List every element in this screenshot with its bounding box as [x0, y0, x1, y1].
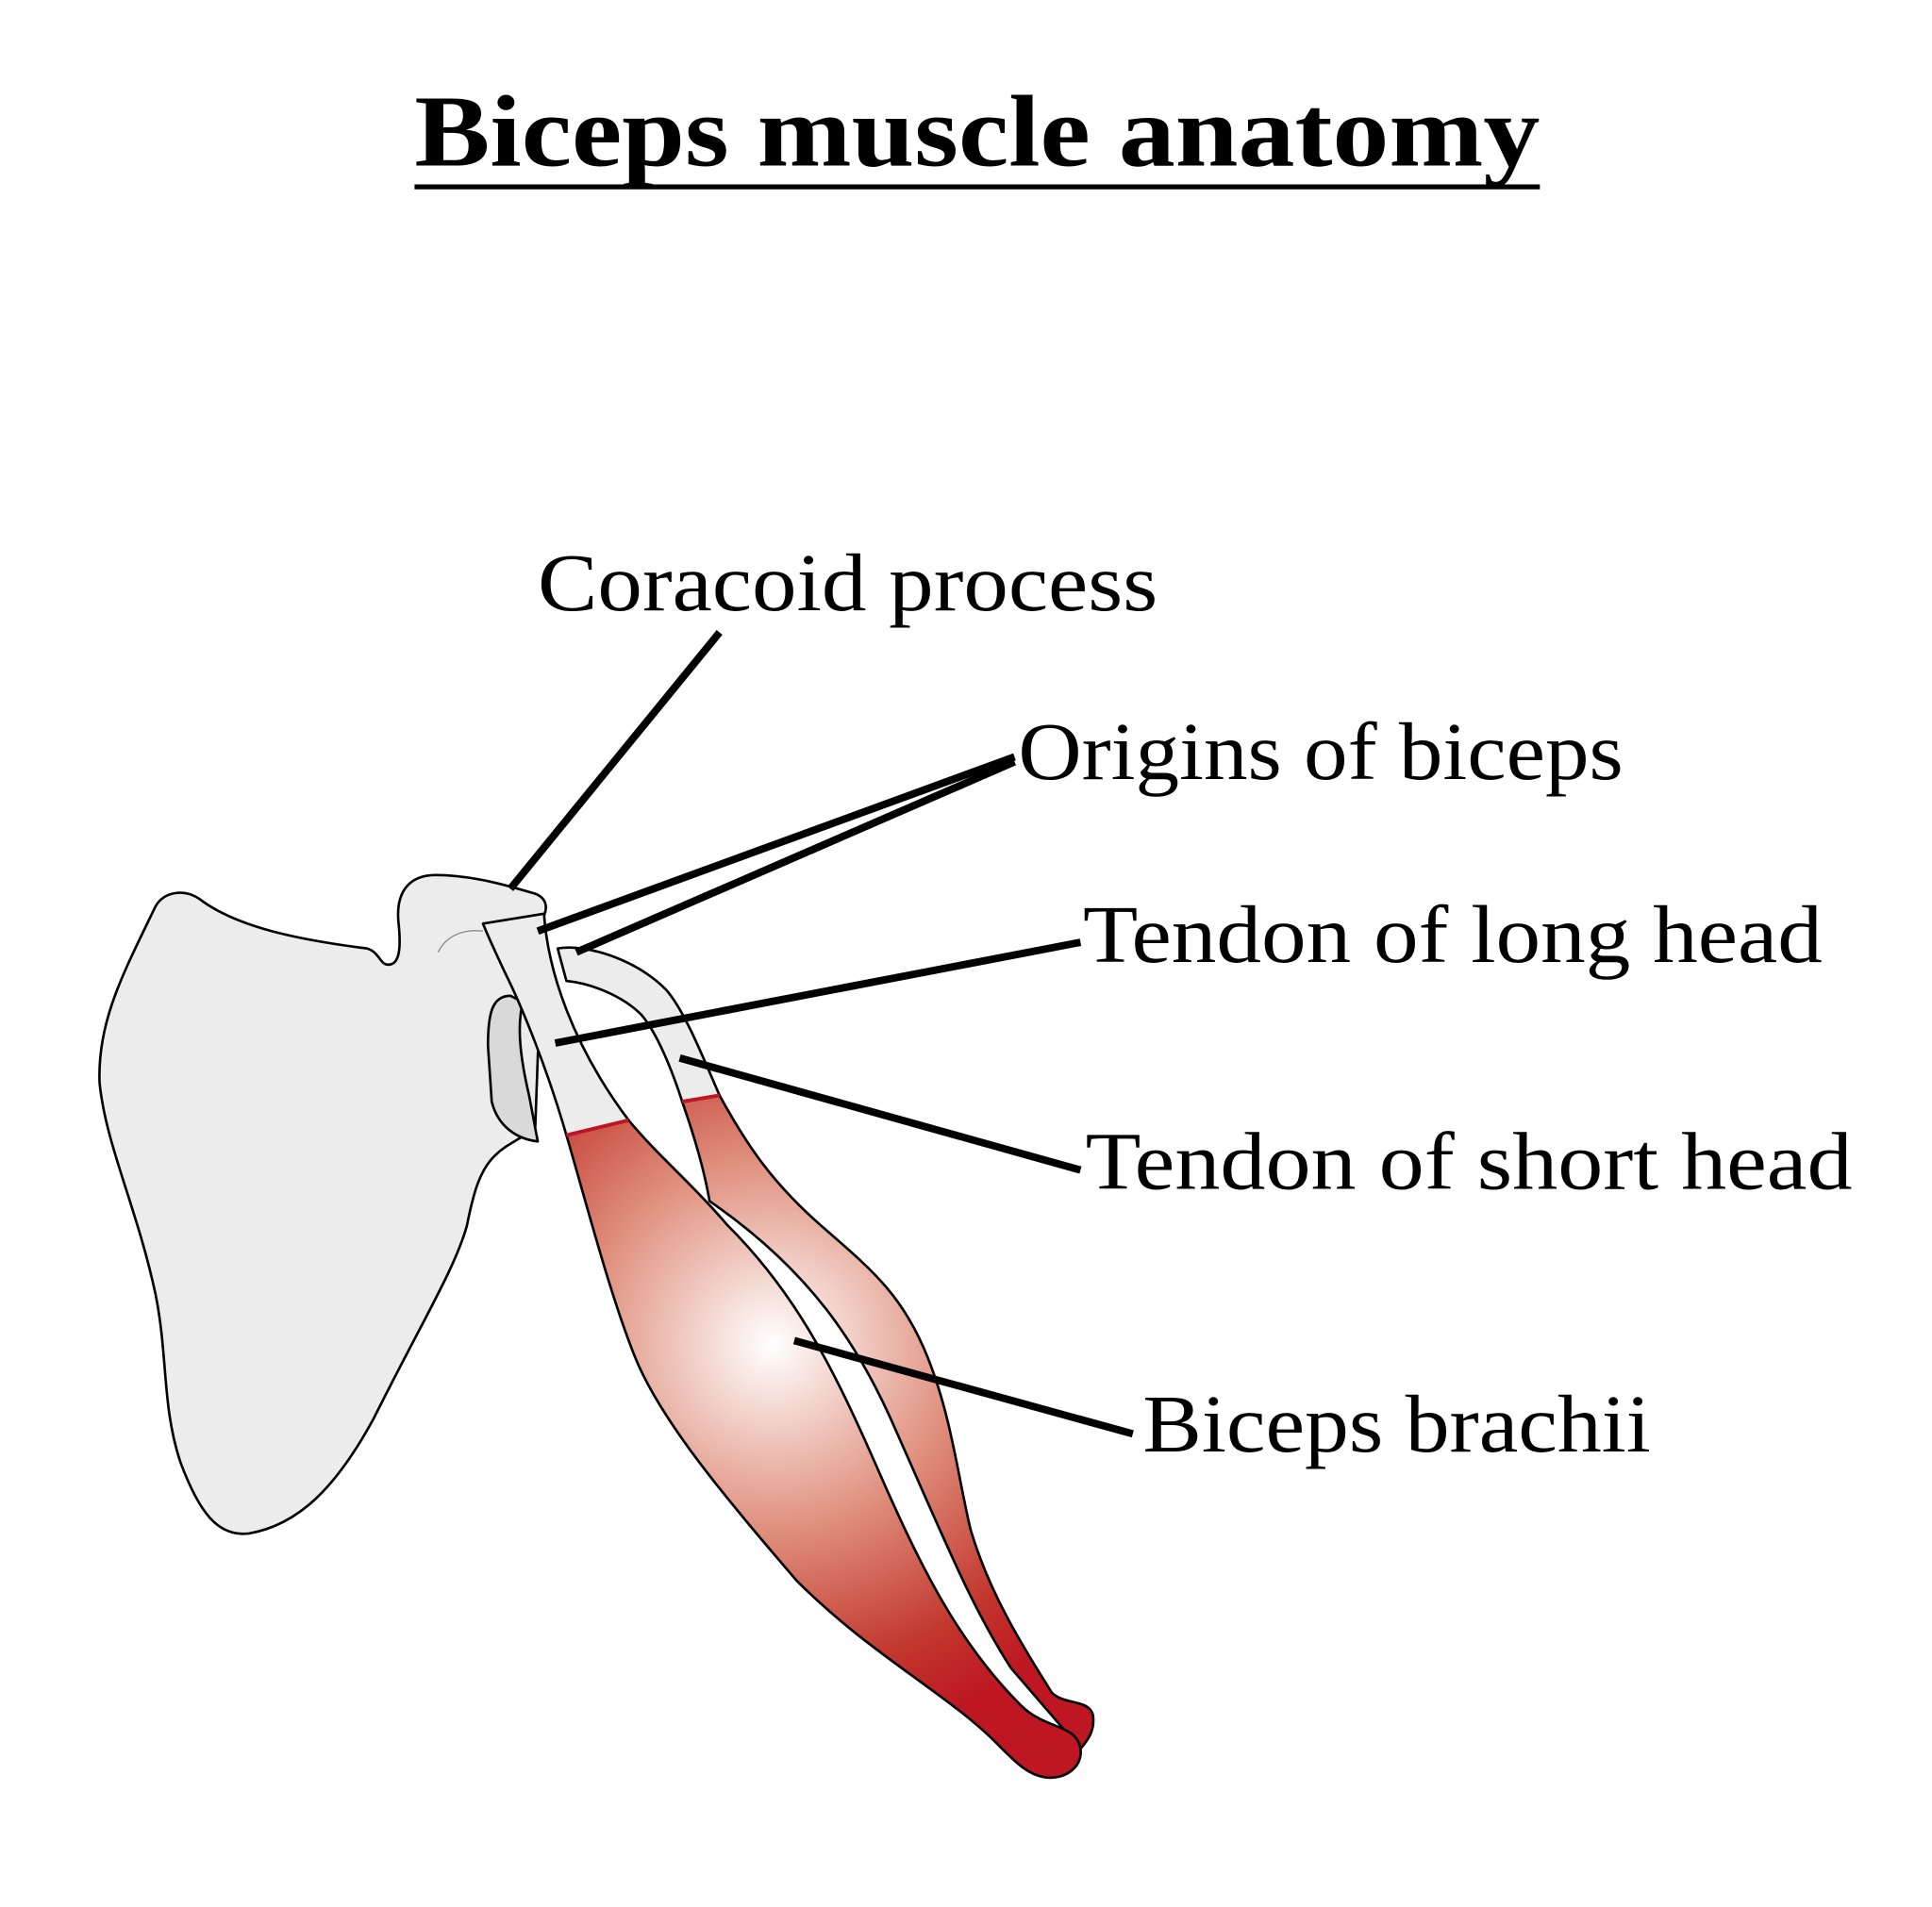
label-tendon-long-head: Tendon of long head [1083, 888, 1823, 980]
origins-leader-line-1 [536, 753, 1016, 935]
scapula [98, 873, 547, 1535]
long-head-muscle [565, 1119, 1082, 1780]
diagram-title: Biceps muscle anatomy [414, 76, 1540, 189]
long-tendon-leader-line [554, 938, 1082, 1047]
coracoid-leader-line [507, 630, 723, 891]
long-head-tendon [481, 912, 630, 1136]
tendon-muscle-boundary-long [565, 1118, 629, 1137]
origins-leader-line-2 [575, 758, 1017, 956]
tendon-muscle-boundary-short [681, 1093, 721, 1103]
short-head-muscle [680, 1094, 1095, 1750]
short-tendon-leader-line [678, 1054, 1082, 1174]
glenoid [486, 994, 540, 1143]
label-coracoid-process: Coracoid process [538, 537, 1158, 628]
label-tendon-short-head: Tendon of short head [1086, 1115, 1853, 1206]
label-origins-of-biceps: Origins of biceps [1018, 705, 1623, 797]
label-biceps-brachii: Biceps brachii [1142, 1378, 1650, 1469]
brachii-leader-line [792, 1336, 1134, 1438]
tendon-curve [437, 930, 484, 953]
